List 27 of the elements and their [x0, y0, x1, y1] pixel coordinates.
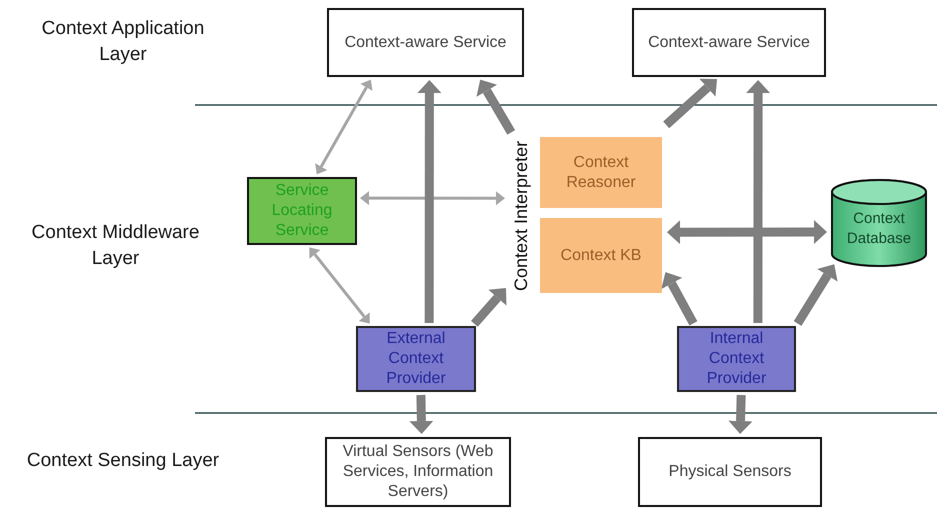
arrow [667, 220, 827, 244]
arrow [476, 80, 516, 135]
arrow [661, 272, 698, 326]
layer-label: Context Sensing Layer [26, 449, 220, 473]
service-box: Context-aware Service [327, 8, 524, 77]
layer-label: Context Application Layer [40, 17, 206, 67]
group-heading: Context Interpreter [510, 140, 532, 294]
arrow [728, 394, 752, 434]
arrow [360, 191, 505, 206]
arrow [471, 288, 506, 327]
arrow [315, 80, 372, 174]
service-box: Virtual Sensors (Web Services, Information Servers) [325, 437, 511, 507]
provider-box: Internal Context Provider [677, 326, 796, 392]
component-box: Context Reasoner [540, 137, 662, 208]
service-box: Service Locating Service [247, 177, 357, 245]
layer-label: Context Middleware Layer [30, 221, 200, 271]
service-box: Context-aware Service [632, 8, 826, 77]
node-label: Context Database [846, 209, 912, 249]
arrow [663, 78, 718, 128]
component-box: Context KB [540, 218, 662, 293]
provider-box: External Context Provider [356, 326, 476, 392]
arrow [309, 247, 370, 324]
arrow [417, 80, 442, 323]
arrow [794, 264, 838, 326]
service-box: Physical Sensors [638, 437, 822, 507]
arrow [746, 80, 770, 323]
arrow [409, 394, 434, 434]
